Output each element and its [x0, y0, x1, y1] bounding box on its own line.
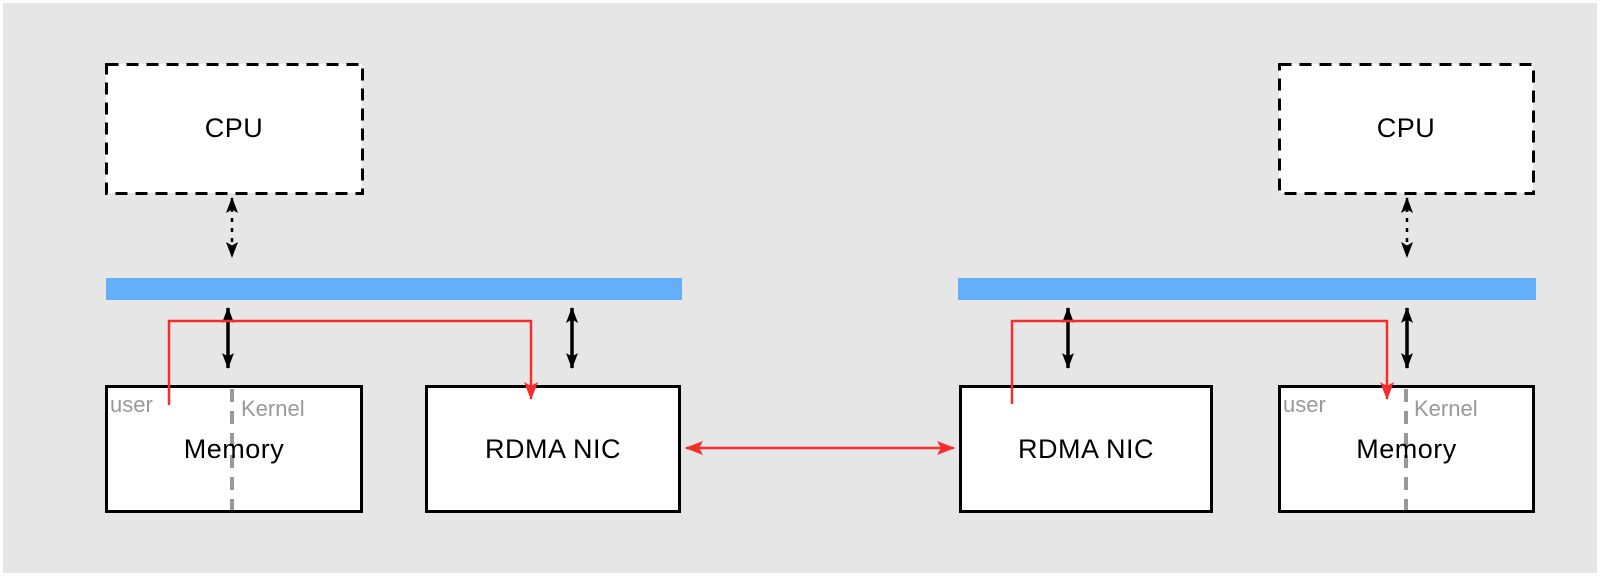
rdma-nic-box-right: [959, 385, 1213, 513]
rdma-nic-label-right: RDMA NIC: [1017, 433, 1154, 464]
bus-bar-right: [958, 278, 1536, 300]
bus-bar-left: [106, 278, 682, 300]
memory-box-left: [105, 385, 363, 513]
cpu-label-right: CPU: [1376, 113, 1436, 143]
rdma-nic-label-left: RDMA NIC: [484, 433, 621, 464]
rdma-nic-box-left: [425, 385, 681, 513]
user-space-label-right: user: [1283, 392, 1326, 417]
user-space-label-left: user: [110, 392, 153, 417]
cpu-label-left: CPU: [204, 113, 264, 143]
kernel-space-label-left: Kernel: [241, 396, 305, 421]
kernel-space-label-right: Kernel: [1414, 396, 1478, 421]
